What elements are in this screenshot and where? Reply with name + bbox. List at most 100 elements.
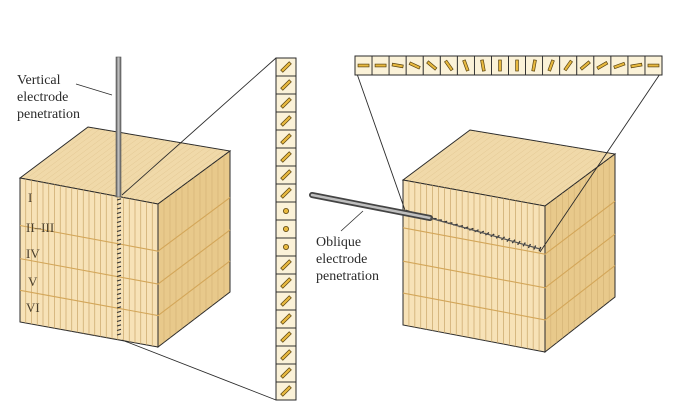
cortical-column-line <box>485 143 555 196</box>
left-cube-layer-boundaries <box>19 197 231 317</box>
cortical-column-line <box>152 149 225 204</box>
vertical-callout-line3: penetration <box>17 107 80 122</box>
recording-site-mark <box>116 297 122 300</box>
recording-site-mark <box>116 283 122 287</box>
cortical-column-line <box>414 131 483 183</box>
cortical-column-line <box>25 127 95 180</box>
layer-boundary <box>19 197 231 252</box>
orientation-bar <box>280 259 292 271</box>
vertical-electrode-callout: Vertical electrode penetration <box>17 73 113 122</box>
orientation-bar <box>280 367 292 379</box>
orientation-bar <box>613 61 626 70</box>
cortical-column-line <box>54 132 124 185</box>
orientation-bar <box>630 62 643 69</box>
orientation-bar <box>480 59 486 72</box>
orientation-bar <box>280 331 292 343</box>
cortical-column-line <box>503 146 573 199</box>
orientation-bar <box>647 63 660 68</box>
orientation-bar <box>280 385 292 397</box>
cortical-column-line <box>515 148 585 201</box>
cortical-column-line <box>456 138 525 190</box>
orientation-dot <box>282 225 289 232</box>
layer-label-2-3: II–III <box>26 220 54 235</box>
recording-site-mark <box>116 324 122 327</box>
orientation-bar <box>357 63 370 68</box>
orientation-bar <box>408 61 421 70</box>
recording-site-mark <box>116 220 122 224</box>
vertical-callout-line1: Vertical <box>17 73 61 88</box>
layer-boundary <box>19 260 231 317</box>
cortical-column-line <box>140 147 213 201</box>
orientation-dot <box>282 243 289 250</box>
oblique-electrode <box>309 192 541 250</box>
layer-label-1: I <box>28 190 32 205</box>
recording-site-mark <box>116 328 122 332</box>
cortical-column-line <box>450 137 519 189</box>
orientation-bar <box>280 97 292 109</box>
recording-site-mark <box>116 198 122 201</box>
cortical-column-line <box>77 136 148 189</box>
cortical-column-line <box>444 136 513 188</box>
oblique-callout-line3: penetration <box>316 269 379 284</box>
recording-site-mark <box>116 288 122 291</box>
recording-site-mark <box>116 270 122 273</box>
cortical-column-line <box>491 144 561 197</box>
left-cube <box>18 126 232 349</box>
orientation-bar <box>280 295 292 307</box>
recording-site-mark <box>116 229 122 233</box>
recording-site-mark <box>116 310 122 314</box>
oblique-zoom-line-right <box>539 70 663 253</box>
recording-site-mark <box>116 256 122 260</box>
orientation-bar <box>579 60 591 71</box>
orientation-bar <box>391 62 404 69</box>
orientation-bar <box>374 63 387 68</box>
orientation-bar <box>280 187 292 199</box>
recording-site-mark <box>116 319 122 323</box>
cortical-column-line <box>432 134 501 186</box>
orientation-bar <box>498 59 502 72</box>
cortical-column-line <box>134 146 207 200</box>
cortical-column-line <box>408 130 477 182</box>
horizontal-column-strip <box>354 55 663 76</box>
orientation-bar <box>280 169 292 181</box>
cortical-column-line <box>473 141 543 194</box>
cortical-column-line <box>509 147 579 200</box>
oblique-callout-line1: Oblique <box>316 235 361 250</box>
recording-site-mark <box>116 225 122 228</box>
layer-label-4: IV <box>26 246 40 261</box>
cortical-column-line <box>420 132 489 184</box>
oblique-zoom-line-left <box>355 70 407 214</box>
recording-site-mark <box>116 207 122 210</box>
recording-site-mark <box>116 238 122 242</box>
layer-boundary <box>402 200 616 255</box>
left-cube-columns <box>25 155 225 346</box>
recording-site-mark <box>116 306 122 309</box>
cortical-column-line <box>521 149 591 202</box>
cortical-column-line <box>497 145 567 198</box>
layer-boundary <box>402 265 616 321</box>
orientation-bar <box>515 59 519 72</box>
cortical-column-line <box>129 145 201 199</box>
layer-labels: I II–III IV V VI <box>26 190 54 315</box>
cortical-column-line <box>37 129 106 182</box>
orientation-dot <box>282 207 289 214</box>
cortical-column-line <box>467 140 537 193</box>
layer-label-5: V <box>28 274 38 289</box>
cortical-column-line <box>71 135 142 188</box>
cortical-column-line <box>479 142 549 195</box>
recording-site-mark <box>116 261 122 264</box>
cortical-column-line <box>48 131 118 184</box>
cortical-column-line <box>146 148 219 202</box>
cortical-column-line <box>100 140 171 194</box>
recording-site-mark <box>116 265 122 269</box>
recording-site-mark <box>116 315 122 318</box>
recording-site-mark <box>116 216 122 219</box>
strip-cell <box>644 55 663 76</box>
cortical-column-line <box>426 133 495 185</box>
orientation-bar <box>280 349 292 361</box>
orientation-bar <box>531 59 537 72</box>
right-cube-top-columns <box>408 130 610 206</box>
strip-cell <box>275 381 297 401</box>
